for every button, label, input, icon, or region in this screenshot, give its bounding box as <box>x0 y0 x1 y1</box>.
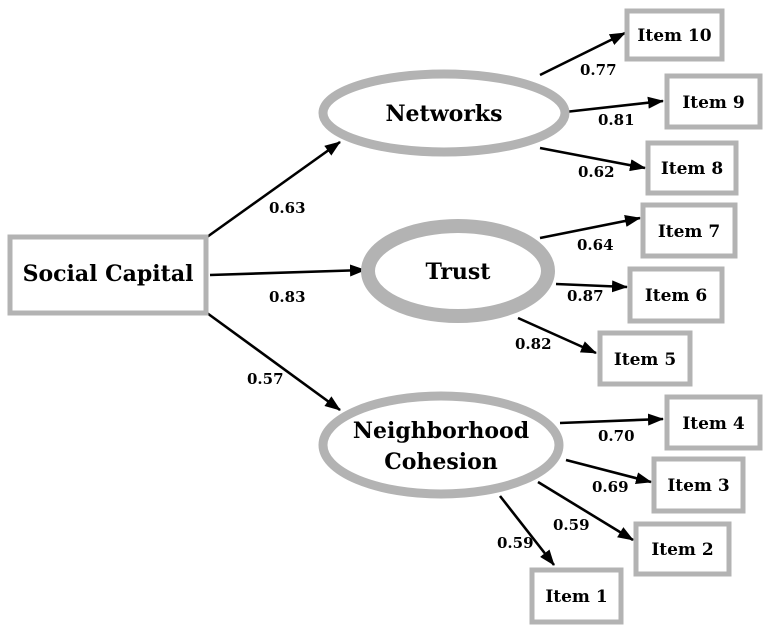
trust-label: Trust <box>426 259 492 285</box>
loading-trust: 0.83 <box>269 288 306 306</box>
item-5-box <box>597 330 693 387</box>
item-8-label: Item 8 <box>661 159 723 179</box>
neighborhood-cohesion-label-line1: Neighborhood <box>353 418 529 444</box>
item-2-label: Item 2 <box>651 540 713 560</box>
item-7-box <box>640 202 738 259</box>
arrow-cohesion-item3 <box>565 458 652 485</box>
arrow-root-cohesion <box>206 311 341 412</box>
item-8-box <box>645 140 739 196</box>
networks-oval <box>318 69 570 157</box>
loading-item-2: 0.59 <box>553 516 590 534</box>
item-7: Item 7 <box>640 202 738 259</box>
arrow-trust-item6 <box>555 280 628 293</box>
item-9: Item 9 <box>664 73 763 130</box>
arrow-cohesion-item4 <box>559 413 664 426</box>
item-9-label: Item 9 <box>682 93 744 113</box>
arrow-cohesion-item2 <box>537 480 634 542</box>
loading-item-8: 0.62 <box>578 163 615 181</box>
arrow-trust-item7 <box>539 215 641 240</box>
item-5-label: Item 5 <box>614 350 676 370</box>
arrow-networks-item8 <box>539 146 646 172</box>
item-8: Item 8 <box>645 140 739 196</box>
item-4-label: Item 4 <box>682 414 745 434</box>
social-capital-box <box>7 234 209 316</box>
item-7-label: Item 7 <box>658 222 720 242</box>
item-10: Item 10 <box>624 8 725 62</box>
item-6-label: Item 6 <box>645 286 707 306</box>
arrow-trust-item5 <box>517 316 597 355</box>
item-6-box <box>627 266 725 324</box>
social-capital-label: Social Capital <box>23 261 194 287</box>
item-9-box <box>664 73 763 130</box>
neighborhood-cohesion-label-line2: Cohesion <box>384 449 498 475</box>
item-4-box <box>664 394 763 451</box>
item-3-label: Item 3 <box>667 476 729 496</box>
loading-networks: 0.63 <box>269 199 306 217</box>
item-3: Item 3 <box>651 456 746 514</box>
item-6: Item 6 <box>627 266 725 324</box>
loading-item-6: 0.87 <box>567 287 604 305</box>
arrow-networks-item10 <box>539 31 626 77</box>
neighborhood-cohesion-oval <box>318 391 564 499</box>
item-4: Item 4 <box>664 394 763 451</box>
loading-item-3: 0.69 <box>592 478 629 496</box>
arrow-root-trust <box>209 264 366 277</box>
loading-item-5: 0.82 <box>515 335 552 353</box>
item-5: Item 5 <box>597 330 693 387</box>
item-1-label: Item 1 <box>545 587 607 607</box>
item-2: Item 2 <box>633 521 732 577</box>
arrow-root-networks <box>206 140 341 239</box>
item-10-box <box>624 8 725 62</box>
loading-cohesion: 0.57 <box>247 370 284 388</box>
arrow-networks-item9 <box>564 96 664 114</box>
loading-item-7: 0.64 <box>577 236 614 254</box>
trust-oval <box>361 219 555 323</box>
loading-item-9: 0.81 <box>598 111 635 129</box>
item-1: Item 1 <box>529 567 624 625</box>
item-2-box <box>633 521 732 577</box>
item-3-box <box>651 456 746 514</box>
loading-item-10: 0.77 <box>580 61 617 79</box>
loading-item-1: 0.59 <box>497 534 534 552</box>
item-10-label: Item 10 <box>637 26 711 46</box>
loading-item-4: 0.70 <box>598 427 635 445</box>
item-1-box <box>529 567 624 625</box>
arrow-cohesion-item1 <box>498 495 556 566</box>
networks-label: Networks <box>385 101 502 127</box>
